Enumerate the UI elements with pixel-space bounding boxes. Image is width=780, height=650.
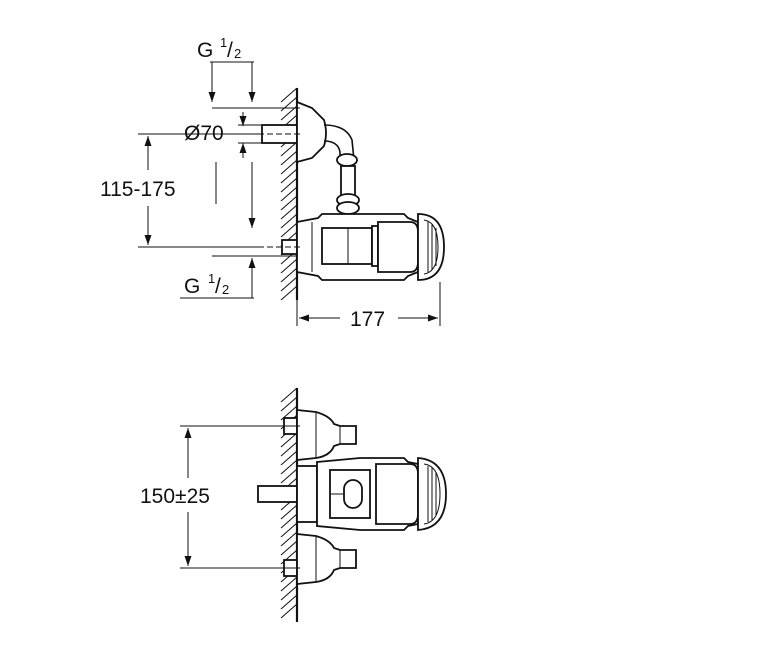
svg-text:/: / bbox=[215, 275, 221, 298]
thread-top-frac-num: 1 bbox=[220, 35, 227, 50]
dimension-height-range: 115-175 bbox=[100, 133, 258, 248]
hatch-stroke bbox=[280, 222, 298, 238]
height-range-label: 115-175 bbox=[100, 178, 176, 201]
mixer-body-front bbox=[257, 457, 447, 531]
mixer-body-side bbox=[281, 213, 445, 281]
hatch-stroke bbox=[280, 267, 298, 283]
hatch-stroke bbox=[280, 459, 298, 475]
hatch-stroke bbox=[280, 276, 298, 292]
hatch-stroke bbox=[280, 96, 298, 112]
hatch-stroke bbox=[280, 513, 298, 529]
hatch-stroke bbox=[280, 531, 298, 547]
lower-connection bbox=[283, 533, 357, 585]
thread-top-label: G bbox=[197, 39, 213, 62]
hatch-stroke bbox=[280, 285, 298, 301]
thread-bottom-frac-num: 1 bbox=[208, 271, 215, 286]
hatch-stroke bbox=[280, 213, 298, 229]
dimension-spacing: 150±25 bbox=[140, 428, 210, 566]
thread-bottom-label: G bbox=[184, 275, 200, 298]
svg-text:/: / bbox=[227, 39, 233, 62]
thread-bottom-frac-den: 2 bbox=[222, 282, 229, 297]
hatch-stroke bbox=[280, 87, 298, 103]
hatch-stroke bbox=[280, 186, 298, 202]
hatch-stroke bbox=[280, 540, 298, 556]
hatch-stroke bbox=[280, 468, 298, 484]
dimension-thread-top: G 1 / 2 bbox=[197, 35, 300, 109]
dimension-diameter: Ø70 bbox=[184, 112, 262, 158]
hatch-stroke bbox=[280, 441, 298, 457]
depth-label: 177 bbox=[350, 308, 385, 331]
hatch-stroke bbox=[280, 603, 298, 619]
side-view: G 1 / 2 Ø70 115-175 bbox=[100, 35, 445, 331]
hatch-stroke bbox=[280, 159, 298, 175]
hatch-stroke bbox=[280, 195, 298, 211]
hatch-stroke bbox=[280, 432, 298, 448]
hatch-stroke bbox=[280, 204, 298, 220]
front-view: 150±25 bbox=[140, 387, 447, 622]
dimension-depth: 177 bbox=[296, 282, 441, 331]
hatch-stroke bbox=[280, 504, 298, 520]
hatch-stroke bbox=[280, 576, 298, 592]
hatch-stroke bbox=[280, 450, 298, 466]
hatch-stroke bbox=[280, 141, 298, 157]
spacing-label: 150±25 bbox=[140, 485, 210, 508]
hatch-stroke bbox=[280, 150, 298, 166]
hatch-stroke bbox=[280, 594, 298, 610]
hatch-stroke bbox=[280, 396, 298, 412]
hatch-stroke bbox=[280, 177, 298, 193]
upper-wall-outlet bbox=[261, 100, 360, 215]
thread-top-frac-den: 2 bbox=[234, 46, 241, 61]
hatch-stroke bbox=[280, 387, 298, 403]
hatch-stroke bbox=[280, 168, 298, 184]
dimension-thread-bottom: G 1 / 2 bbox=[180, 255, 298, 299]
wall-hatching-top bbox=[280, 87, 299, 301]
hatch-stroke bbox=[280, 585, 298, 601]
hatch-stroke bbox=[280, 522, 298, 538]
hatch-stroke bbox=[280, 258, 298, 274]
